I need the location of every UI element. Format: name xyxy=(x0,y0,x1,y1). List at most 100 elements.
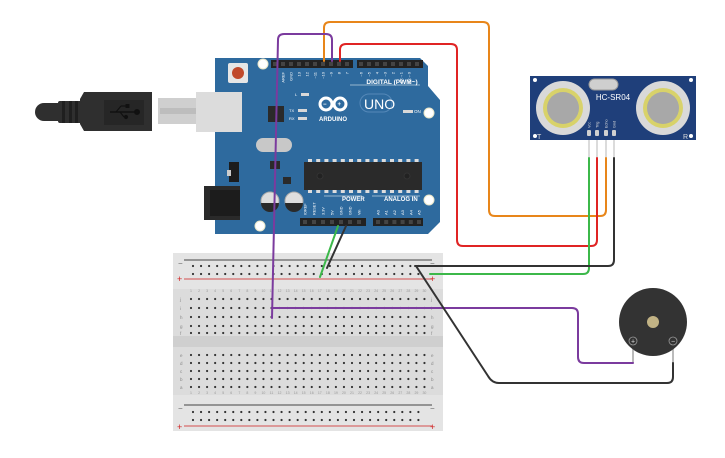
terminal-hole[interactable] xyxy=(230,377,233,381)
rail-hole[interactable] xyxy=(369,264,372,268)
rail-hole[interactable] xyxy=(264,410,267,414)
terminal-hole[interactable] xyxy=(222,361,225,365)
terminal-hole[interactable] xyxy=(358,385,362,389)
terminal-hole[interactable] xyxy=(423,324,426,328)
terminal-hole[interactable] xyxy=(189,297,193,301)
terminal-hole[interactable] xyxy=(222,297,225,301)
rail-hole[interactable] xyxy=(296,272,299,276)
terminal-hole[interactable] xyxy=(350,297,354,301)
rail-hole[interactable] xyxy=(360,418,364,422)
terminal-hole[interactable] xyxy=(230,297,233,301)
terminal-hole[interactable] xyxy=(367,377,370,381)
rail-hole[interactable] xyxy=(401,264,404,268)
terminal-hole[interactable] xyxy=(318,315,321,319)
terminal-hole[interactable] xyxy=(262,353,265,357)
rail-hole[interactable] xyxy=(256,418,259,422)
terminal-hole[interactable] xyxy=(310,377,313,381)
header-pin[interactable] xyxy=(337,62,341,66)
terminal-hole[interactable] xyxy=(415,369,418,373)
terminal-hole[interactable] xyxy=(391,297,394,301)
terminal-hole[interactable] xyxy=(254,297,257,301)
terminal-hole[interactable] xyxy=(262,297,265,301)
terminal-hole[interactable] xyxy=(399,353,402,357)
terminal-hole[interactable] xyxy=(326,331,329,335)
rail-hole[interactable] xyxy=(417,272,420,276)
terminal-hole[interactable] xyxy=(214,385,217,389)
rail-hole[interactable] xyxy=(304,418,307,422)
terminal-hole[interactable] xyxy=(206,315,209,319)
terminal-hole[interactable] xyxy=(423,361,426,365)
terminal-hole[interactable] xyxy=(415,377,418,381)
rail-hole[interactable] xyxy=(288,264,291,268)
rail-hole[interactable] xyxy=(280,418,283,422)
terminal-hole[interactable] xyxy=(189,361,193,365)
terminal-hole[interactable] xyxy=(318,377,321,381)
terminal-hole[interactable] xyxy=(262,324,265,328)
terminal-hole[interactable] xyxy=(214,331,217,335)
terminal-hole[interactable] xyxy=(326,369,329,373)
rail-hole[interactable] xyxy=(385,418,388,422)
terminal-hole[interactable] xyxy=(302,361,305,365)
terminal-hole[interactable] xyxy=(262,361,265,365)
wires[interactable] xyxy=(271,21,674,384)
header-pin[interactable] xyxy=(375,62,379,66)
terminal-hole[interactable] xyxy=(367,297,370,301)
terminal-hole[interactable] xyxy=(318,385,321,389)
terminal-hole[interactable] xyxy=(375,377,378,381)
terminal-hole[interactable] xyxy=(294,331,297,335)
rail-hole[interactable] xyxy=(360,272,364,276)
terminal-hole[interactable] xyxy=(230,369,233,373)
terminal-hole[interactable] xyxy=(334,324,337,328)
terminal-hole[interactable] xyxy=(238,315,241,319)
rail-hole[interactable] xyxy=(344,264,348,268)
terminal-hole[interactable] xyxy=(214,306,217,310)
terminal-hole[interactable] xyxy=(358,297,362,301)
terminal-hole[interactable] xyxy=(214,297,217,301)
terminal-hole[interactable] xyxy=(214,377,217,381)
terminal-hole[interactable] xyxy=(197,297,201,301)
terminal-hole[interactable] xyxy=(375,315,378,319)
header-pin[interactable] xyxy=(408,220,413,224)
terminal-hole[interactable] xyxy=(214,324,217,328)
terminal-hole[interactable] xyxy=(358,331,362,335)
terminal-hole[interactable] xyxy=(206,385,209,389)
terminal-hole[interactable] xyxy=(383,377,386,381)
rail-hole[interactable] xyxy=(216,418,219,422)
terminal-hole[interactable] xyxy=(342,361,346,365)
terminal-hole[interactable] xyxy=(246,361,249,365)
terminal-hole[interactable] xyxy=(407,324,410,328)
terminal-hole[interactable] xyxy=(383,297,386,301)
rail-hole[interactable] xyxy=(264,272,267,276)
rail-hole[interactable] xyxy=(216,264,219,268)
terminal-hole[interactable] xyxy=(334,377,337,381)
rail-hole[interactable] xyxy=(336,272,339,276)
rail-hole[interactable] xyxy=(288,418,291,422)
header-pin[interactable] xyxy=(391,62,395,66)
rail-hole[interactable] xyxy=(369,272,372,276)
terminal-hole[interactable] xyxy=(197,306,201,310)
terminal-hole[interactable] xyxy=(302,315,305,319)
terminal-hole[interactable] xyxy=(189,331,193,335)
terminal-hole[interactable] xyxy=(189,306,193,310)
terminal-hole[interactable] xyxy=(270,385,273,389)
terminal-hole[interactable] xyxy=(270,353,273,357)
terminal-hole[interactable] xyxy=(318,297,321,301)
black-wire[interactable] xyxy=(326,225,347,269)
terminal-hole[interactable] xyxy=(334,315,337,319)
terminal-hole[interactable] xyxy=(286,361,289,365)
terminal-hole[interactable] xyxy=(294,324,297,328)
rail-hole[interactable] xyxy=(232,272,235,276)
rail-hole[interactable] xyxy=(199,264,203,268)
terminal-hole[interactable] xyxy=(391,377,394,381)
rail-hole[interactable] xyxy=(199,418,203,422)
terminal-hole[interactable] xyxy=(286,369,289,373)
terminal-hole[interactable] xyxy=(399,324,402,328)
rail-hole[interactable] xyxy=(216,272,219,276)
terminal-hole[interactable] xyxy=(278,324,281,328)
piezo-buzzer[interactable]: + − xyxy=(619,288,687,363)
terminal-hole[interactable] xyxy=(375,331,378,335)
black-wire-to-sensor[interactable] xyxy=(414,157,615,267)
terminal-hole[interactable] xyxy=(367,385,370,389)
red-wire[interactable] xyxy=(339,43,598,247)
rail-hole[interactable] xyxy=(328,418,331,422)
